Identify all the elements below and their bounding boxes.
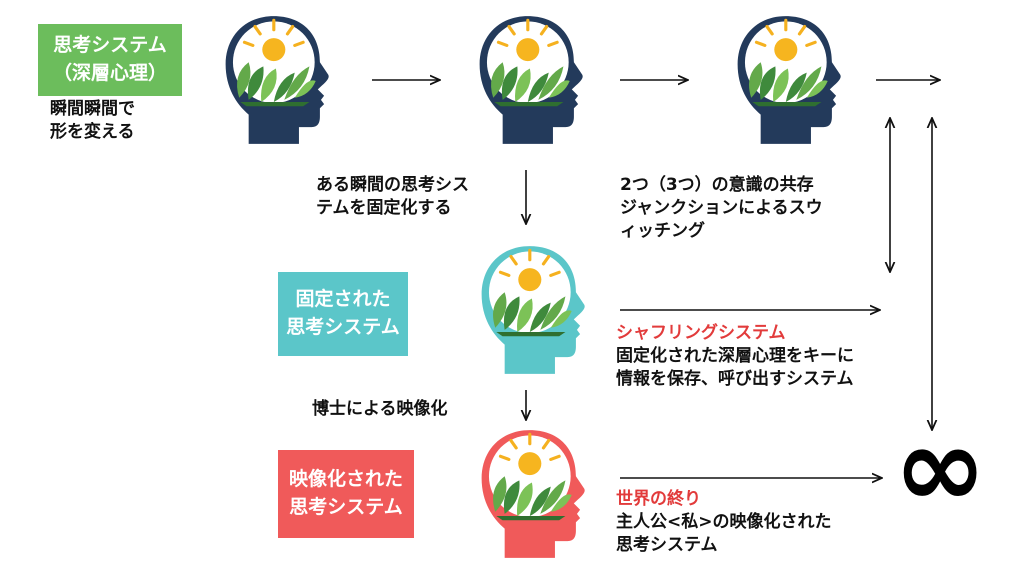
shuffling-label: シャフリングシステム 固定化された深層心理をキーに 情報を保存、呼び出すシステム: [616, 322, 854, 391]
changes-line1: 瞬間瞬間で: [50, 99, 135, 119]
changes-line2: 形を変える: [50, 121, 135, 142]
fixed-system-box: 固定された 思考システム: [278, 272, 408, 356]
fix-moment-label: ある瞬間の思考シス テムを固定化する: [316, 174, 469, 220]
world-end-title: 世界の終り: [616, 489, 701, 509]
coexist-line1: 2つ（3つ）の意識の共存: [620, 175, 814, 195]
fix-moment-line2: テムを固定化する: [316, 197, 452, 218]
fixed-system-line1: 固定された: [295, 288, 391, 311]
infinity-symbol: ∞: [893, 403, 986, 533]
fix-moment-line1: ある瞬間の思考シス: [316, 175, 469, 195]
visualized-system-line2: 思考システム: [289, 496, 403, 518]
coexist-line2: ジャンクションによるスウ: [620, 197, 823, 218]
by-doctor-label: 博士による映像化: [312, 399, 448, 419]
shuffling-line2: 情報を保存、呼び出すシステム: [616, 368, 854, 389]
world-end-line1: 主人公<私>の映像化された: [616, 511, 832, 532]
visualized-system-line1: 映像化された: [288, 468, 403, 491]
changes-label: 瞬間瞬間で 形を変える: [50, 98, 135, 144]
coexist-line3: ィッチング: [620, 220, 705, 241]
thinking-system-box: 思考システム （深層心理）: [38, 24, 182, 96]
thinking-system-line1: 思考システム: [53, 34, 167, 57]
visualized-system-box: 映像化された 思考システム: [278, 450, 414, 538]
world-end-line2: 思考システム: [616, 534, 718, 555]
shuffling-line1: 固定化された深層心理をキーに: [616, 345, 854, 366]
coexist-label: 2つ（3つ）の意識の共存 ジャンクションによるスウ ィッチング: [620, 174, 823, 243]
world-end-label: 世界の終り 主人公<私>の映像化された 思考システム: [616, 488, 832, 557]
fixed-system-line2: 思考システム: [286, 316, 400, 338]
thinking-system-line2: （深層心理）: [52, 62, 167, 84]
shuffling-title: シャフリングシステム: [616, 323, 786, 343]
